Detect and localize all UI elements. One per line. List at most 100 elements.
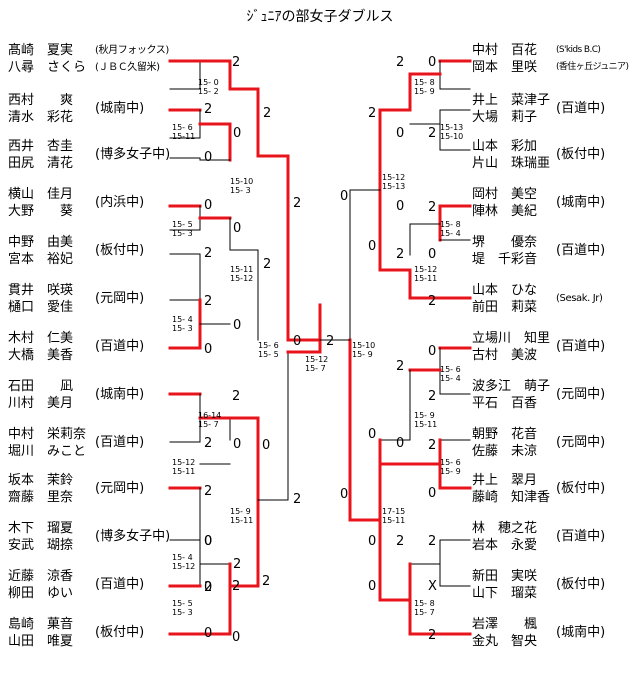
page-title: ｼﾞｭﾆｱの部女子ダブルス	[246, 9, 394, 25]
match-score: 0	[340, 189, 348, 204]
match-score: 0	[204, 150, 212, 165]
player-name: 林 穂之花	[472, 521, 538, 536]
match-score: 0	[396, 126, 404, 141]
player-name: 山田 唯夏	[8, 634, 74, 649]
game-score: 15-12	[305, 355, 328, 364]
club-name: (元岡中)	[95, 481, 145, 496]
club-name: (元岡中)	[556, 435, 606, 450]
game-score: 15- 3	[172, 324, 193, 333]
game-score: 15-11	[230, 516, 253, 525]
match-score: 0	[428, 486, 436, 501]
match-score: 0	[340, 487, 348, 502]
player-name: 山本 彩加	[472, 139, 538, 154]
player-name: 平石 百香	[472, 396, 538, 411]
game-score: 15- 9	[230, 507, 251, 516]
game-score: 15-11	[414, 420, 437, 429]
match-score: 2	[293, 492, 301, 507]
match-score: 0	[232, 630, 240, 645]
match-score: 0	[428, 247, 436, 262]
player-name: 中村 百花	[472, 43, 538, 58]
club-name: (博多女子中)	[95, 147, 171, 162]
player-name: 中野 由美	[8, 235, 74, 250]
game-score: 15-11	[172, 132, 195, 141]
match-score: 2	[396, 247, 404, 262]
club-name: (百道中)	[556, 243, 606, 258]
club-name: (百道中)	[95, 339, 145, 354]
match-score: 0	[262, 438, 270, 453]
player-name: 横山 佳月	[8, 187, 74, 202]
player-name: 山本 ひな	[472, 283, 538, 298]
player-name: 貫井 咲瑛	[8, 283, 74, 298]
match-score: 0	[396, 436, 404, 451]
game-score: 15- 4	[440, 229, 461, 238]
game-score: 15- 3	[230, 186, 251, 195]
match-score: 0	[233, 318, 241, 333]
game-score: 15- 0	[198, 78, 219, 87]
match-score: 0	[368, 534, 376, 549]
game-score: 15-12	[382, 173, 405, 182]
player-name: 藤崎 知津香	[472, 490, 551, 505]
match-score: 2	[368, 106, 376, 121]
game-score: 15- 9	[414, 87, 435, 96]
player-name: 堺 優奈	[472, 235, 538, 250]
game-score: 15- 5	[172, 220, 193, 229]
game-score: 15- 8	[414, 599, 435, 608]
match-score: 2	[396, 534, 404, 549]
game-score: 15- 6	[172, 123, 193, 132]
club-name: (城南中)	[95, 387, 145, 402]
game-score: 15-10	[230, 177, 253, 186]
game-score: 15-11	[382, 516, 405, 525]
player-name: 井上 翠月	[472, 473, 538, 488]
player-name: 齋藤 里奈	[8, 490, 74, 505]
player-name: 佐藤 未涼	[472, 444, 538, 459]
match-score: 2	[204, 102, 212, 117]
match-score: 2	[293, 196, 301, 211]
game-score: 15- 7	[198, 420, 219, 429]
match-score: 2	[326, 334, 334, 349]
game-score: 15- 6	[258, 341, 279, 350]
player-name: 髙崎 夏実	[8, 43, 74, 58]
match-score: 2	[232, 579, 240, 594]
match-score: 2	[204, 484, 212, 499]
club-name: (城南中)	[95, 101, 145, 116]
player-name: 安武 瑚捺	[8, 538, 74, 553]
match-score: 2	[204, 246, 212, 261]
game-score: 15-11	[414, 274, 437, 283]
game-score: 15-13	[440, 123, 463, 132]
club-name: (百道中)	[556, 529, 606, 544]
player-name: 岩澤 楓	[472, 617, 538, 632]
player-name: 新田 実咲	[472, 569, 538, 584]
player-name: 堤 千彩音	[472, 252, 538, 267]
match-score: 0	[293, 334, 301, 349]
match-score: 0	[204, 580, 212, 595]
match-score: 2	[263, 257, 271, 272]
club-name: (百道中)	[95, 435, 145, 450]
match-score: 2	[428, 294, 436, 309]
club-name: (板付中)	[95, 243, 145, 258]
club-name: (板付中)	[556, 481, 606, 496]
game-score: 15- 3	[172, 229, 193, 238]
game-score: 15- 6	[440, 458, 461, 467]
match-score: 0	[204, 626, 212, 641]
club-name: (元岡中)	[556, 387, 606, 402]
club-name: (ＪＢＣ久留米)	[95, 62, 160, 73]
game-score: 15- 7	[414, 608, 435, 617]
player-name: 中村 栄莉奈	[8, 427, 87, 442]
game-score: 15-13	[382, 182, 405, 191]
match-score: 2	[428, 389, 436, 404]
club-name: (城南中)	[556, 195, 606, 210]
match-score: 2	[232, 389, 240, 404]
match-score: 0	[396, 199, 404, 214]
club-name: (秋月フォックス)	[95, 45, 169, 56]
player-name: 柳田 ゆい	[8, 586, 74, 601]
player-name: 宮本 裕妃	[8, 252, 74, 267]
game-score: 15- 3	[172, 608, 193, 617]
club-name: (S'kids B.C)	[556, 45, 601, 55]
game-score: 15-10	[352, 341, 375, 350]
game-score: 15- 9	[440, 467, 461, 476]
game-score: 15- 7	[305, 364, 326, 373]
match-score: 0	[368, 239, 376, 254]
player-name: 石田 凪	[8, 379, 74, 394]
player-name: 西村 爽	[8, 93, 74, 108]
player-name: 清水 彩花	[8, 110, 74, 125]
